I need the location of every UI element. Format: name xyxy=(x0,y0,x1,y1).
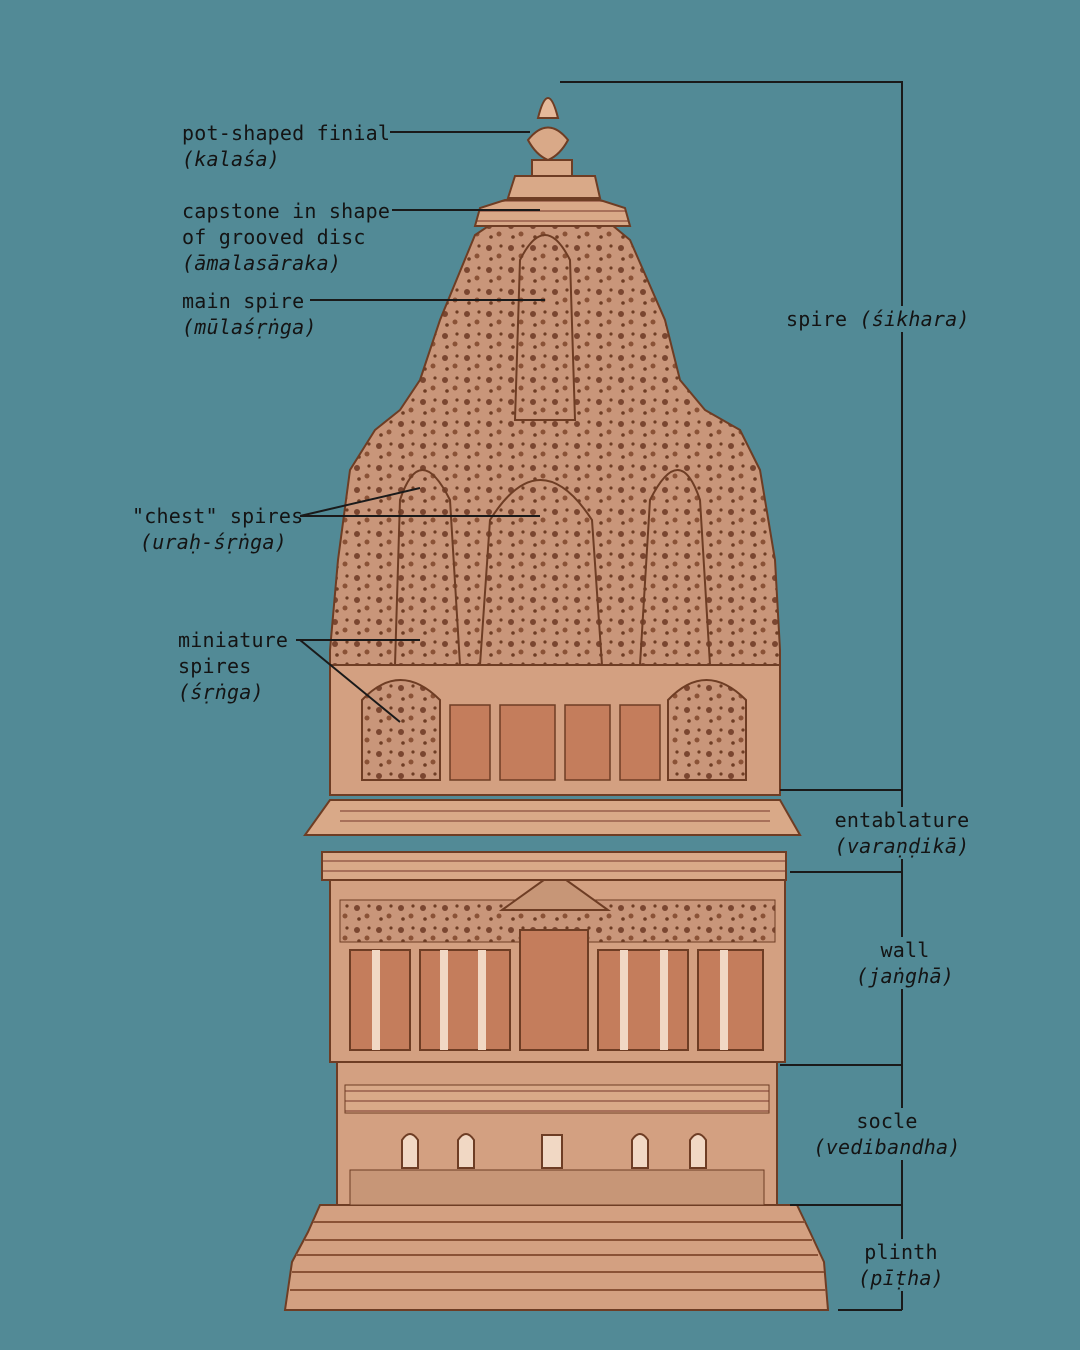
main-spire-name: main spire xyxy=(182,289,305,313)
capstone-term: (āmalasāraka) xyxy=(182,251,342,275)
label-capstone: capstone in shape of grooved disc (āmala… xyxy=(182,198,390,276)
capstone-shape xyxy=(473,175,632,227)
wall-name: wall xyxy=(880,938,930,962)
wall-term: (jaṅghā) xyxy=(856,964,954,988)
finial-shape xyxy=(526,97,573,177)
entablature-name: entablature xyxy=(834,808,970,832)
label-chest-spires: "chest" spires (uraḥ-śṛṅga) xyxy=(132,503,303,555)
finial-name: pot-shaped finial xyxy=(182,121,391,145)
chest-spires-name: "chest" spires xyxy=(132,504,304,528)
plinth-shape xyxy=(283,1204,830,1311)
label-finial: pot-shaped finial (kalaśa) xyxy=(182,120,390,172)
spire-name: spire xyxy=(786,307,848,331)
miniature-spires-name-line1: miniature xyxy=(178,628,289,652)
socle-name: socle xyxy=(856,1109,918,1133)
label-socle: socle (vedibandha) xyxy=(802,1108,972,1160)
label-plinth: plinth (pīṭha) xyxy=(846,1239,956,1291)
plinth-name: plinth xyxy=(864,1240,938,1264)
label-main-spire: main spire (mūlaśṛṅga) xyxy=(182,288,317,340)
spire-term: (śikhara) xyxy=(859,307,970,331)
socle-term: (vedibandha) xyxy=(813,1135,961,1159)
label-spire: spire (śikhara) xyxy=(784,306,972,332)
spire-shape xyxy=(329,214,800,796)
label-entablature: entablature (varaṇḍikā) xyxy=(818,807,986,859)
leader-lines xyxy=(296,131,545,723)
entablature-term: (varaṇḍikā) xyxy=(834,834,970,858)
socle-shape xyxy=(336,1061,778,1206)
section-brackets xyxy=(560,81,903,1311)
capstone-name-line1: capstone in shape xyxy=(182,199,391,223)
wall-shape xyxy=(329,870,786,1063)
miniature-spires-term: (śṛṅga) xyxy=(178,680,264,704)
main-spire-term: (mūlaśṛṅga) xyxy=(182,315,317,339)
label-miniature-spires: miniature spires (śṛṅga) xyxy=(178,627,288,705)
finial-term: (kalaśa) xyxy=(182,147,280,171)
plinth-term: (pīṭha) xyxy=(858,1266,944,1290)
miniature-spires-name-line2: spires xyxy=(178,654,252,678)
capstone-name-line2: of grooved disc xyxy=(182,225,366,249)
label-wall: wall (jaṅghā) xyxy=(846,937,964,989)
chest-spires-term: (uraḥ-śṛṅga) xyxy=(140,530,287,554)
entablature-shape xyxy=(303,799,802,881)
